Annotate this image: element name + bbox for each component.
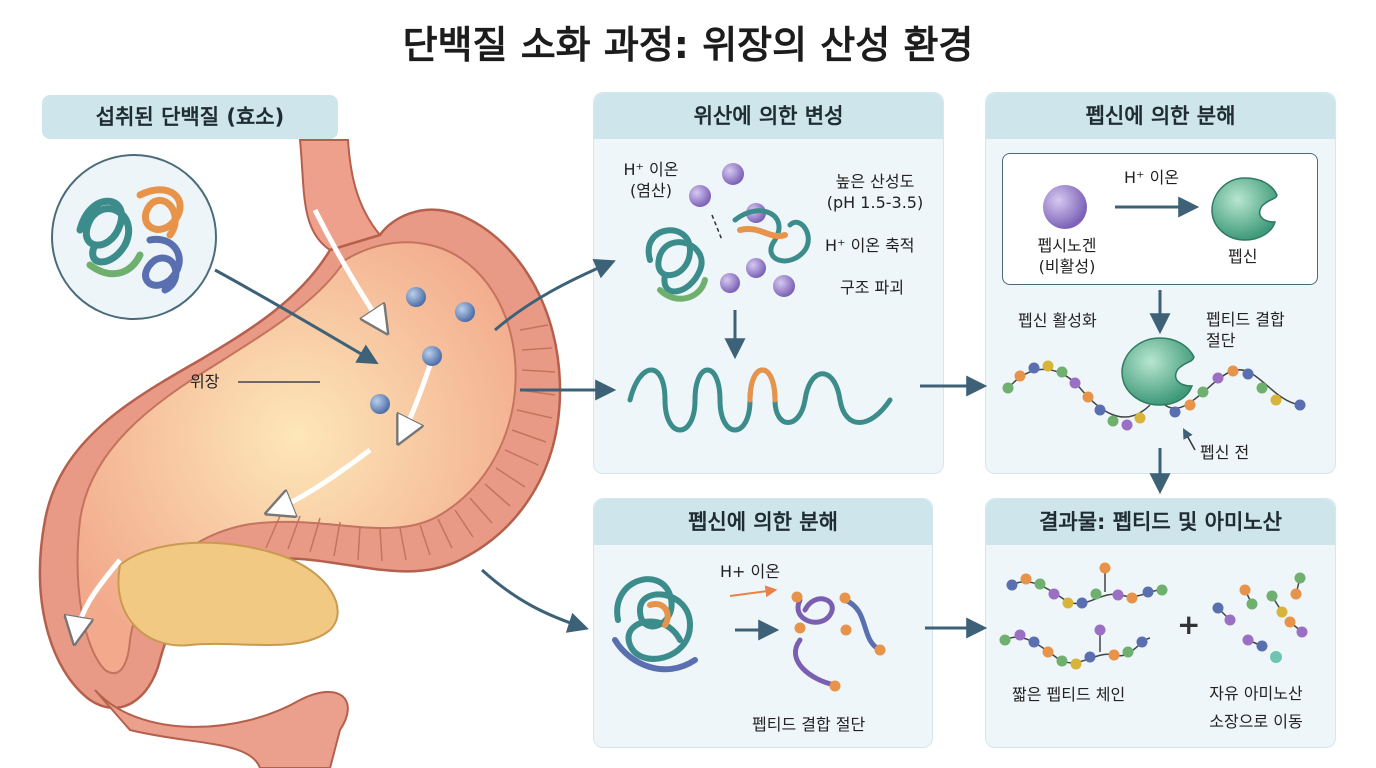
- pepsin-pre-label: 펩신 전: [1200, 443, 1250, 462]
- pepsinogen-label: 펩시노겐 (비활성): [1037, 236, 1097, 276]
- ion-label-top: H⁺ 이온: [1124, 168, 1180, 187]
- page-title: 단백질 소화 과정: 위장의 산성 환경: [402, 23, 974, 67]
- pepsin-activation-label: 펩신 활성화: [1018, 311, 1097, 330]
- pepsin-activation-art: [1002, 177, 1306, 451]
- pepsin-cleaving-icon: [1121, 337, 1195, 406]
- structure-destroy-label: 구조 파괴: [840, 278, 904, 297]
- stomach-shape: [38, 139, 562, 768]
- panel-pepsin-bottom-title: 펩신에 의한 분해: [594, 499, 932, 545]
- result-art: [999, 562, 1308, 670]
- ion-accumulate-label: H⁺ 이온 축적: [825, 236, 915, 255]
- panel-denaturation-title: 위산에 의한 변성: [594, 93, 943, 139]
- peptide-cleave-label-top: 펩티드 결합 절단: [1206, 310, 1285, 350]
- pepsin-breakdown-art: [612, 576, 886, 692]
- acidity-label: 높은 산성도 (pH 1.5-3.5): [826, 172, 924, 212]
- panel-pepsin-top-title: 펩신에 의한 분해: [986, 93, 1335, 139]
- free-amino-label: 자유 아미노산 소장으로 이동: [1209, 684, 1303, 731]
- hcl-ion-label: H⁺ 이온 (염산): [623, 160, 679, 200]
- pepsin-icon: [1211, 177, 1278, 241]
- ingested-protein-label: 섭취된 단백질 (효소): [42, 95, 338, 139]
- panel-denaturation: 위산에 의한 변성: [593, 92, 944, 474]
- short-peptide-label: 짧은 펩티드 체인: [1012, 685, 1126, 704]
- ingested-protein-icon: [51, 154, 217, 320]
- panel-result-title: 결과물: 펩티드 및 아미노산: [986, 499, 1335, 545]
- stomach-label: 위장: [190, 372, 220, 391]
- pepsin-label: 펩신: [1228, 247, 1258, 266]
- denaturation-art: [627, 163, 893, 433]
- plus-sign: +: [1177, 608, 1201, 641]
- peptide-cleave-label-bottom: 펩티드 결합 절단: [752, 715, 866, 734]
- ion-label-bottom: H+ 이온: [720, 562, 780, 581]
- panel-result: 결과물: 펩티드 및 아미노산: [985, 498, 1336, 748]
- pepsinogen-icon: [1043, 185, 1087, 229]
